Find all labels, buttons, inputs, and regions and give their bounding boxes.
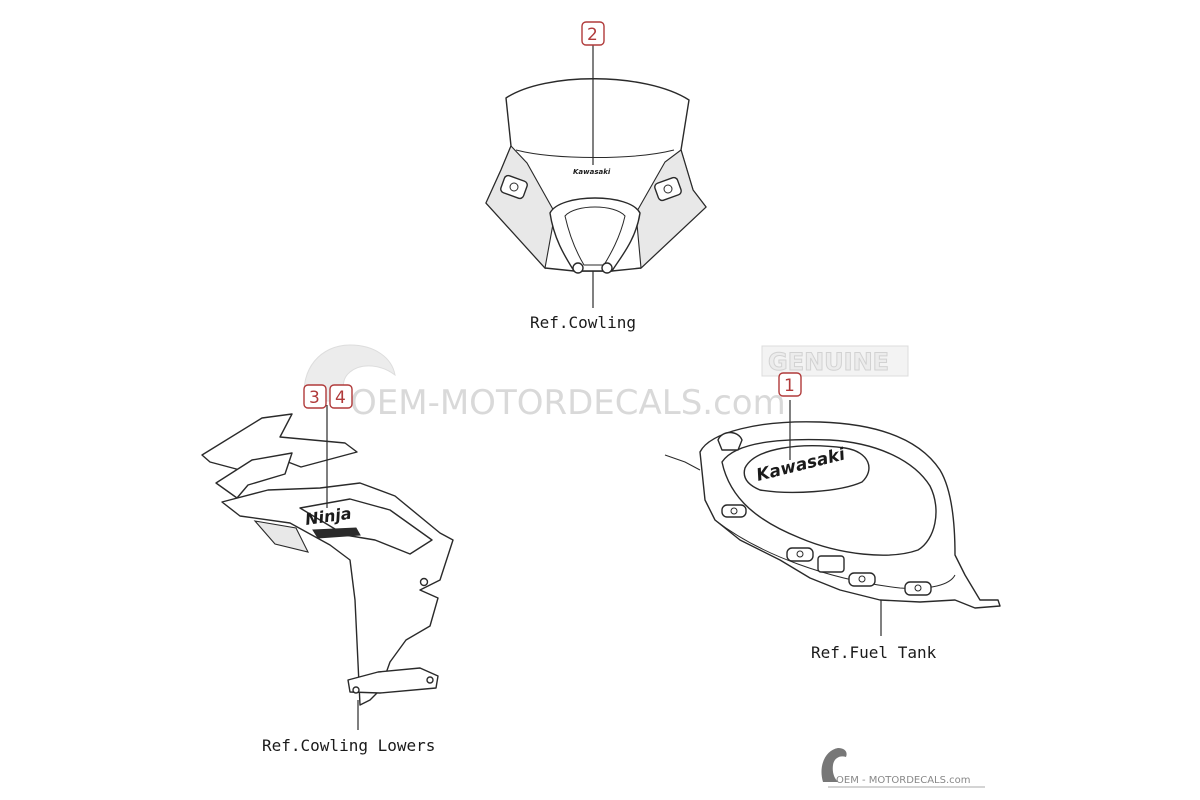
cowling-side-left: [485, 145, 556, 270]
lowers-side-vent: [253, 520, 310, 553]
callout-1[interactable]: 1: [778, 372, 802, 397]
fuel-tank-grommet-2: [786, 547, 814, 562]
fuel-tank-grommet-1: [721, 504, 747, 518]
ref-cowling-label: Ref.Cowling: [530, 313, 636, 332]
fuel-tank-grommet-2-hole: [796, 550, 804, 558]
cowling-bolt-left: [509, 182, 519, 192]
callout-3-label: 3: [309, 388, 320, 408]
ref-cowling-lowers-label: Ref.Cowling Lowers: [262, 736, 435, 755]
fuel-tank-grommet-5: [904, 581, 932, 596]
callout-3[interactable]: 3: [303, 384, 327, 409]
watermark-badge-box: [761, 345, 909, 377]
callout-1-box: [778, 372, 802, 397]
cowling-clip-left: [572, 262, 584, 274]
cowling-mount-right: [654, 176, 682, 202]
footer-text: OEM - MOTORDECALS.com: [836, 775, 971, 786]
cowling-clip-right: [601, 262, 613, 274]
cowling-inner-cutout: [564, 206, 626, 266]
fuel-tank-grommet-1-hole: [730, 507, 738, 515]
fuel-tank-grommet-4: [848, 572, 876, 587]
cowling-center-opening: [549, 197, 641, 272]
cowling-decal-box: [572, 166, 612, 175]
fuel-tank-assembly: Kawasaki Ref.Fuel Tank: [664, 400, 1001, 662]
lowers-bolt-1: [419, 577, 429, 587]
callout-4-box: [329, 384, 353, 409]
watermark-bird-icon: [303, 344, 396, 403]
footer-logo: OEM - MOTORDECALS.com: [821, 748, 985, 788]
fuel-tank-grommet-3: [817, 555, 845, 573]
ref-fuel-tank-label: Ref.Fuel Tank: [811, 643, 937, 662]
cowling-mount-left: [500, 174, 528, 200]
callout-3-box: [303, 384, 327, 409]
cowling-bolt-right: [663, 184, 673, 194]
lowers-bolt-2: [352, 686, 360, 694]
cowling-inner-edge: [515, 149, 675, 158]
cowling-side-right: [635, 149, 707, 270]
fuel-tank-cap: [717, 431, 743, 451]
fuel-tank-decal-area: [743, 445, 870, 494]
cowling-assembly: Kawasaki Ref.Cowling: [485, 45, 707, 332]
fuel-tank-grommet-4-hole: [858, 575, 866, 583]
footer-bird-icon: [821, 748, 847, 782]
callout-4[interactable]: 4: [329, 384, 353, 409]
fuel-tank-bracket-left: [664, 454, 701, 471]
callout-1-label: 1: [784, 376, 795, 396]
watermark-text: OEM-MOTORDECALS.com: [350, 383, 786, 423]
callout-2-label: 2: [587, 25, 598, 45]
cowling-lowers-assembly: Ninja Ref.Cowling Lowers: [201, 405, 454, 755]
callout-2-box: [581, 21, 605, 46]
lowers-bolt-3: [426, 676, 434, 684]
lowers-upper-fin: [201, 413, 358, 471]
callout-4-label: 4: [335, 388, 346, 408]
callout-2[interactable]: 2: [581, 21, 605, 46]
cowling-decal-logo: Kawasaki: [573, 168, 611, 176]
watermark: OEM-MOTORDECALS.com GENUINE: [303, 344, 909, 423]
lowers-decal-stripe: [312, 527, 361, 539]
fuel-tank-grommet-5-hole: [914, 584, 922, 592]
watermark-badge: GENUINE: [768, 348, 889, 376]
